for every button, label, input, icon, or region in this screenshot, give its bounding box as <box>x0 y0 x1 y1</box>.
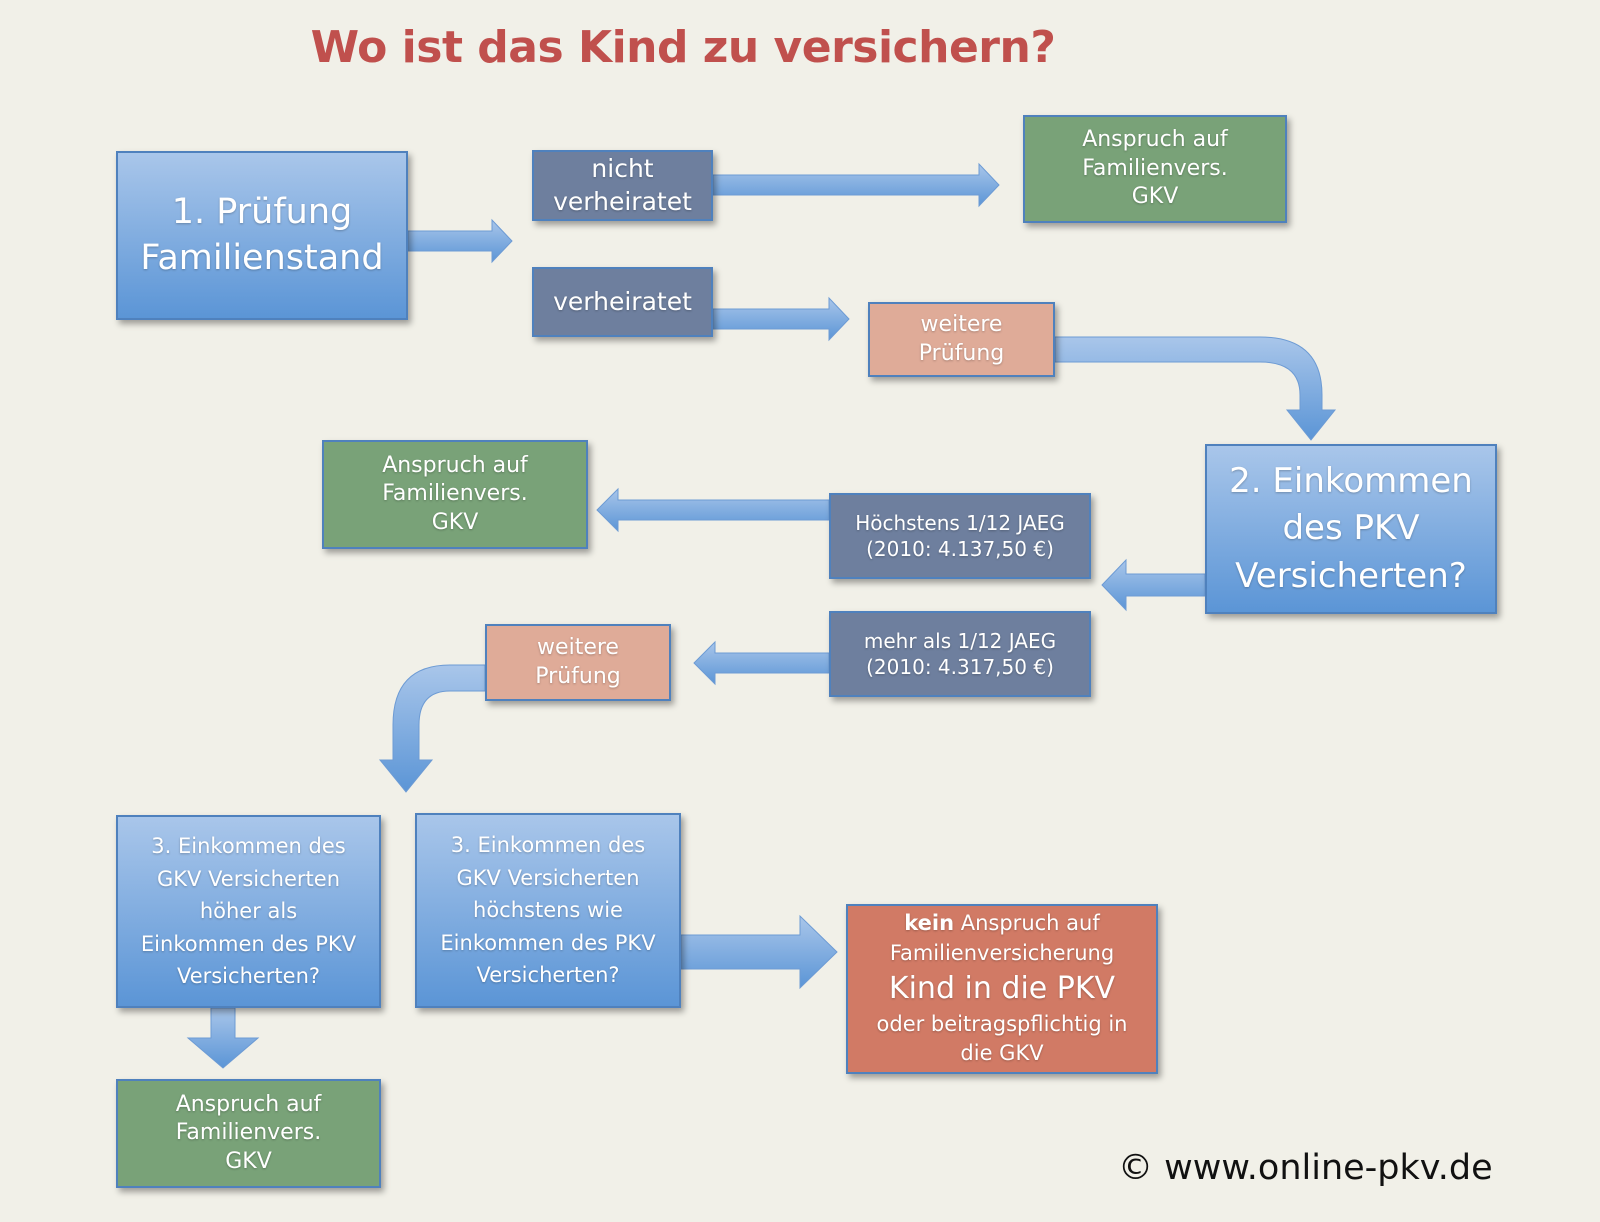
arrow-curve-to-step2 <box>1054 336 1337 441</box>
label: (2010: 4.317,50 €) <box>866 655 1054 679</box>
label: nicht <box>591 154 654 183</box>
further-check-2: weitere Prüfung <box>485 624 671 701</box>
claim-family-insurance-bottom: Anspruch auf Familienvers. GKV <box>116 1079 381 1188</box>
label: höchstens wie <box>473 898 623 923</box>
label: weitere <box>537 634 619 660</box>
max-income-box: Höchstens 1/12 JAEG (2010: 4.137,50 €) <box>829 493 1091 579</box>
label: 3. Einkommen des <box>450 833 646 858</box>
label: Familienvers. <box>382 481 528 507</box>
label: Anspruch auf <box>1082 127 1228 153</box>
label: Familienversicherung <box>889 940 1115 965</box>
label: höher als <box>199 899 298 924</box>
label: Einkommen des PKV <box>140 931 357 956</box>
arrow-married-right <box>712 296 850 342</box>
more-income-box: mehr als 1/12 JAEG (2010: 4.317,50 €) <box>829 611 1091 697</box>
label: Prüfung <box>918 340 1005 366</box>
arrow-not-married-right <box>712 162 1000 208</box>
label: (2010: 4.137,50 €) <box>866 537 1054 561</box>
label: Kind in die PKV <box>888 971 1116 1006</box>
label: 2. Einkommen <box>1229 460 1473 501</box>
label: Familienvers. <box>1082 155 1228 181</box>
label: weitere <box>920 311 1003 337</box>
label: Familienvers. <box>175 1120 322 1146</box>
label: Anspruch auf <box>382 452 528 478</box>
claim-family-insurance-mid: Anspruch auf Familienvers. GKV <box>322 440 588 549</box>
label: verheiratet <box>553 186 692 216</box>
arrow-step1-right <box>407 218 513 264</box>
step3b-gkv-income-at-most: 3. Einkommen des GKV Versicherten höchst… <box>415 813 681 1008</box>
label: GKV Versicherten <box>456 865 640 890</box>
label: verheiratet <box>553 286 692 316</box>
label: Anspruch auf <box>954 911 1100 936</box>
label: GKV <box>1131 184 1179 210</box>
label: Anspruch auf <box>175 1091 322 1117</box>
copyright: © www.online-pkv.de <box>1118 1148 1493 1188</box>
no-claim-line1: kein Anspruch auf <box>904 909 1099 938</box>
arrow-step2-left <box>1101 558 1206 612</box>
further-check-1: weitere Prüfung <box>868 302 1055 377</box>
label: Prüfung <box>535 663 621 689</box>
step3a-gkv-income-higher: 3. Einkommen des GKV Versicherten höher … <box>116 815 381 1008</box>
arrow-step3a-down <box>186 1007 260 1069</box>
label: 1. Prüfung <box>171 192 353 232</box>
step1-family-status: 1. Prüfung Familienstand <box>116 151 408 320</box>
arrow-more-income-left <box>693 640 830 686</box>
label: Familienstand <box>140 237 384 278</box>
step2-income-pkv: 2. Einkommen des PKV Versicherten? <box>1205 444 1497 614</box>
not-married-box: nicht verheiratet <box>532 150 713 221</box>
label: Einkommen des PKV <box>440 930 656 955</box>
label: 3. Einkommen des <box>151 834 346 859</box>
arrow-max-income-left <box>596 487 830 533</box>
label: GKV Versicherten <box>156 866 341 891</box>
no-claim-bold: kein <box>904 911 955 936</box>
label: GKV <box>431 509 479 535</box>
no-claim-box: kein Anspruch auf Familienversicherung K… <box>846 904 1158 1074</box>
label: des PKV <box>1282 508 1420 549</box>
married-box: verheiratet <box>532 267 713 337</box>
label: Versicherten? <box>1235 555 1467 596</box>
label: Höchstens 1/12 JAEG <box>855 511 1065 535</box>
label: oder beitragspflichtig in <box>876 1012 1128 1036</box>
label: Versicherten? <box>176 964 321 989</box>
page-title: Wo ist das Kind zu versichern? <box>310 22 1056 73</box>
arrow-step3b-right <box>680 914 838 990</box>
label: GKV <box>225 1148 272 1174</box>
label: Versicherten? <box>476 963 620 988</box>
label: die GKV <box>960 1041 1044 1066</box>
claim-family-insurance-top: Anspruch auf Familienvers. GKV <box>1023 115 1287 223</box>
arrow-curve-to-step3 <box>378 664 486 793</box>
label: mehr als 1/12 JAEG <box>863 629 1057 653</box>
